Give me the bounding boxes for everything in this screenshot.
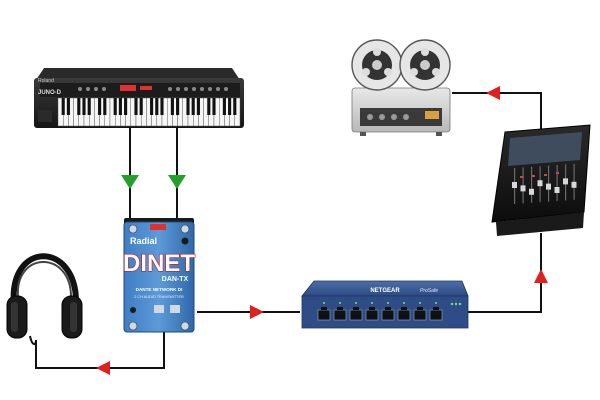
switch-series-label: ProSafe — [420, 288, 438, 294]
arrows — [96, 86, 548, 375]
headphones — [6, 253, 83, 346]
keyboard-synthesizer: Roland JUNO-D — [34, 68, 244, 128]
reel-to-reel-tape-recorder — [351, 39, 451, 136]
di-box-caption: 2 CH AUDIO TRANSMITTER — [134, 295, 184, 299]
switch-brand-label: NETGEAR — [370, 288, 400, 294]
di-box-title: DINET — [123, 250, 195, 277]
di-box-model: DAN-TX — [162, 276, 189, 283]
mixer-channel-strips — [512, 163, 577, 204]
dante-di-transmitter-box: Radial DINET DAN-TX DANTE NETWORK DI 2 C… — [122, 218, 196, 333]
digital-mixing-console — [491, 124, 591, 236]
network-switch: NETGEAR ProSafe — [301, 280, 469, 329]
keyboard-brand-label: Roland — [38, 78, 54, 84]
tape-reel-left — [351, 39, 403, 91]
arrow-red-up-to-mixer — [534, 269, 548, 283]
arrow-red-to-headphones — [96, 361, 110, 375]
keyboard-white-keys — [57, 97, 241, 127]
di-box-brand-label: Radial — [130, 236, 157, 246]
cable-switch-to-mixer — [467, 233, 542, 313]
arrow-green-right — [168, 175, 186, 189]
cable-di-to-headphones — [35, 328, 165, 369]
arrow-green-left — [121, 175, 139, 189]
keyboard-model-label: JUNO-D — [38, 90, 62, 96]
keyboard-black-keys — [61, 98, 237, 115]
tape-reel-right — [399, 39, 451, 91]
cable-mixer-to-tape — [452, 92, 542, 140]
arrow-red-to-switch — [250, 305, 264, 319]
arrow-red-to-tape — [486, 86, 500, 100]
switch-ethernet-ports — [317, 302, 443, 321]
di-box-subtitle: DANTE NETWORK DI — [136, 287, 183, 292]
